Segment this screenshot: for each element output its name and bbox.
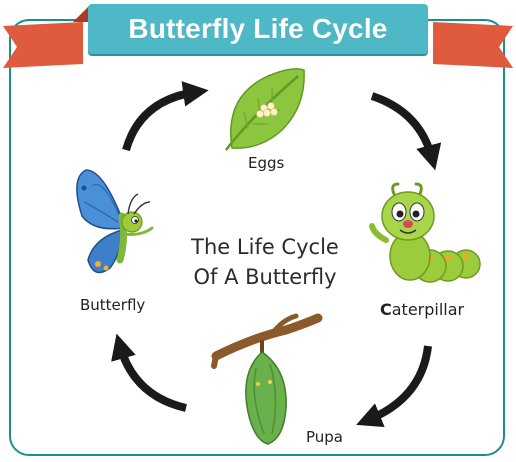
arrow-butterfly-to-eggs [126,92,196,150]
center-title: The Life Cycle Of A Butterfly [180,232,350,292]
arrow-pupa-to-butterfly [120,346,186,408]
label-caterpillar-rest: aterpillar [392,300,464,319]
label-butterfly: Butterfly [80,296,145,314]
label-eggs: Eggs [248,154,284,172]
leaf-with-eggs-icon [222,66,306,152]
center-title-line1: The Life Cycle [180,232,350,262]
center-title-line2: Of A Butterfly [180,262,350,292]
label-pupa: Pupa [306,428,343,446]
label-caterpillar: Caterpillar [380,300,464,319]
caterpillar-icon [368,182,486,292]
arrow-eggs-to-caterpillar [372,96,432,158]
butterfly-icon [64,168,160,286]
label-caterpillar-initial: C [380,300,392,319]
arrow-caterpillar-to-pupa [368,346,428,420]
